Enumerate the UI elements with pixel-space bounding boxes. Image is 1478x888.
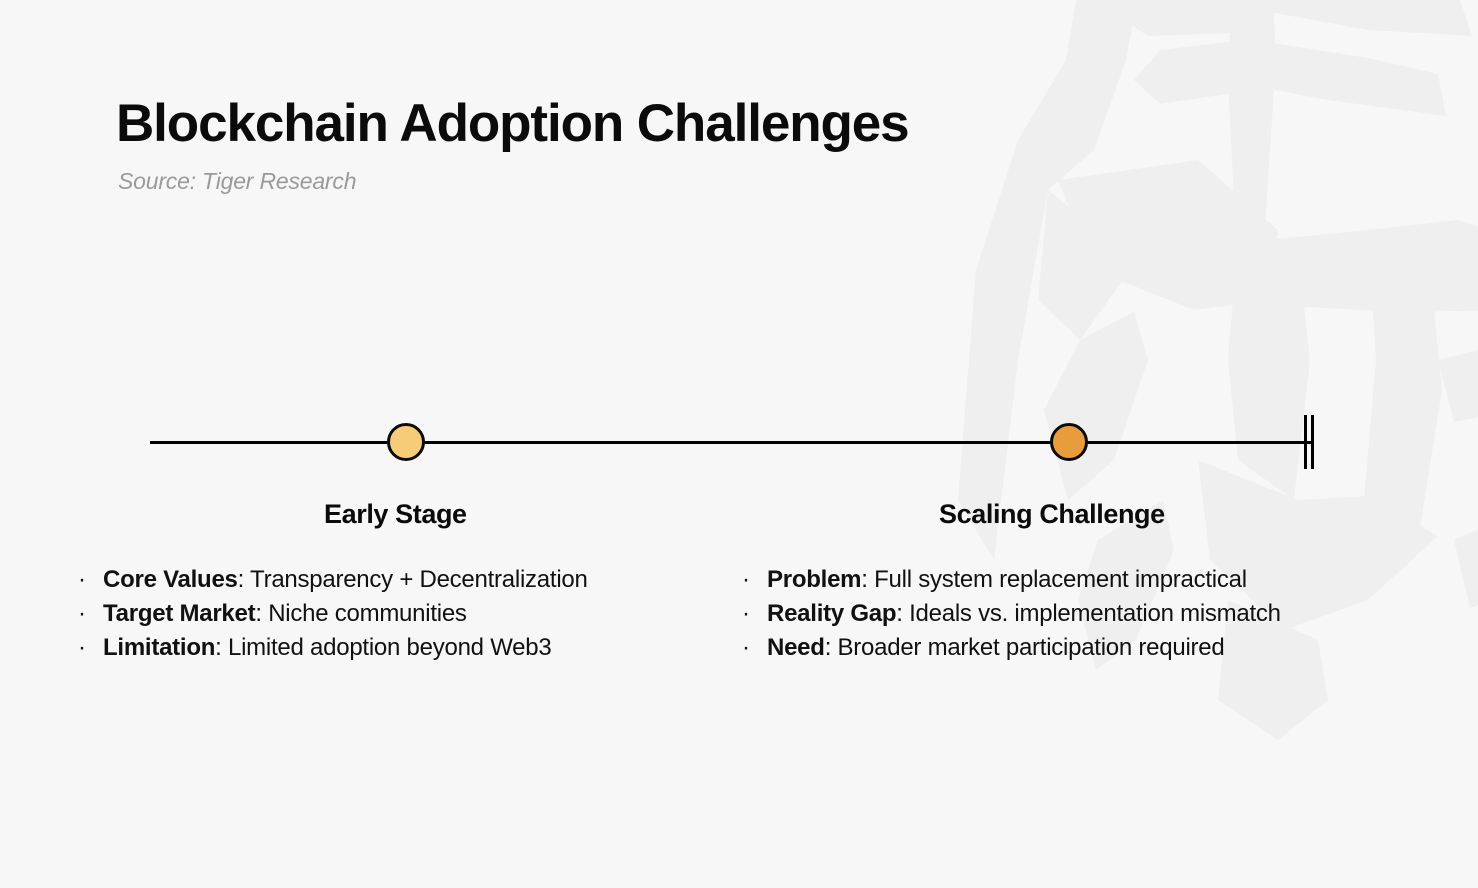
timeline-endcap-tick-2 — [1311, 415, 1314, 469]
page-title: Blockchain Adoption Challenges — [116, 94, 910, 153]
stage-early-stage: Early Stage · Core Values: Transparency +… — [76, 499, 736, 665]
header: Blockchain Adoption Challenges Source: T… — [116, 94, 910, 195]
list-item: · Target Market: Niche communities — [76, 597, 736, 631]
stage-scaling-challenge: Scaling Challenge · Problem: Full system … — [740, 499, 1400, 665]
bullet-detail: : Limited adoption beyond Web3 — [215, 634, 552, 661]
bullet-dot-icon: · — [78, 566, 86, 593]
timeline-endcap-tick-1 — [1304, 415, 1307, 469]
timeline-axis-line — [150, 441, 1311, 444]
bullet-detail: : Full system replacement impractical — [861, 566, 1247, 593]
stage-title-early-stage: Early Stage — [324, 499, 467, 529]
bullet-dot-icon: · — [742, 600, 750, 627]
bullet-dot-icon: · — [742, 566, 750, 593]
page-subtitle-source: Source: Tiger Research — [118, 167, 357, 194]
list-item: · Reality Gap: Ideals vs. implementation … — [740, 597, 1400, 631]
bullet-term: Limitation — [103, 634, 216, 661]
bullet-detail: : Transparency + Decentralization — [237, 566, 588, 593]
bullet-term: Reality Gap — [767, 600, 897, 627]
bullet-detail: : Niche communities — [255, 600, 467, 627]
bullet-detail: : Ideals vs. implementation mismatch — [896, 600, 1281, 627]
bullet-detail: : Broader market participation required — [824, 634, 1225, 661]
list-item: · Limitation: Limited adoption beyond Web… — [76, 631, 736, 665]
list-item: · Core Values: Transparency + Decentraliz… — [76, 563, 736, 597]
timeline-node-scaling-challenge[interactable] — [1050, 423, 1088, 461]
bullet-term: Core Values — [103, 566, 238, 593]
bullet-term: Need — [767, 634, 825, 661]
bullet-dot-icon: · — [78, 634, 86, 661]
bullet-dot-icon: · — [78, 600, 86, 627]
bullet-term: Problem — [767, 566, 862, 593]
list-item: · Need: Broader market participation requ… — [740, 631, 1400, 665]
stage-title-scaling-challenge: Scaling Challenge — [939, 499, 1165, 529]
bullet-term: Target Market — [103, 600, 256, 627]
bullet-list-early-stage: · Core Values: Transparency + Decentraliz… — [76, 563, 736, 665]
timeline-node-early-stage[interactable] — [387, 423, 425, 461]
bullet-list-scaling-challenge: · Problem: Full system replacement imprac… — [740, 563, 1400, 665]
list-item: · Problem: Full system replacement imprac… — [740, 563, 1400, 597]
bullet-dot-icon: · — [742, 634, 750, 661]
